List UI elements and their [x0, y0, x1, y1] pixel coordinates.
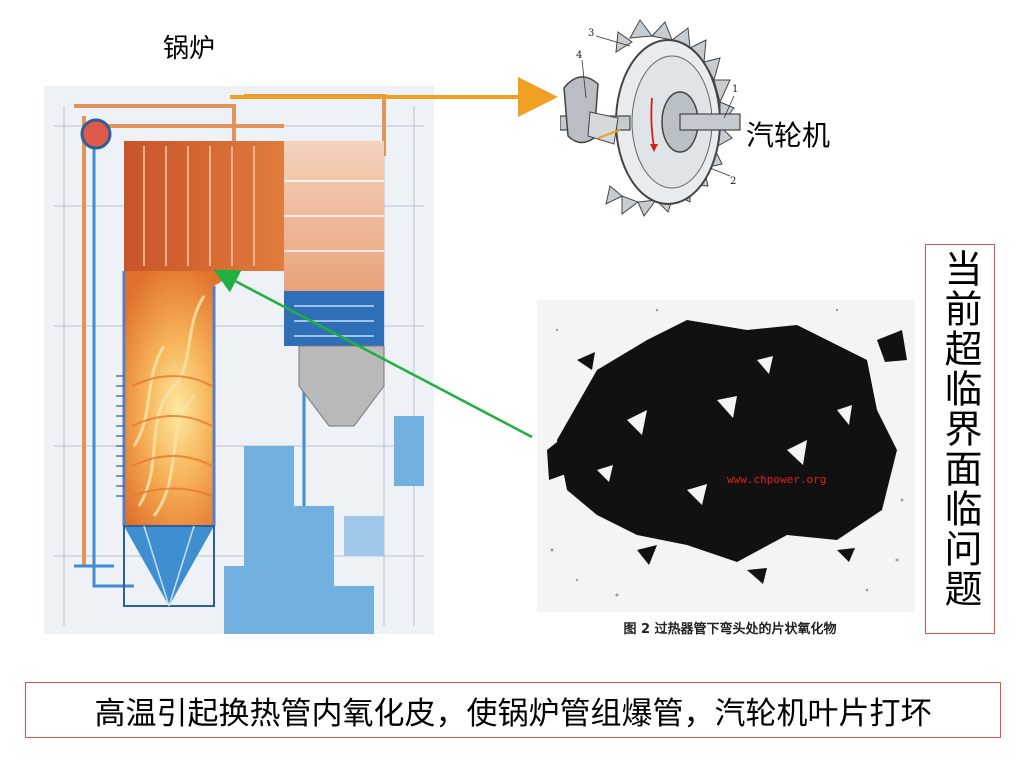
turbine-num-4: 4 [576, 50, 582, 61]
oxide-watermark: www.chpower.org [727, 473, 826, 486]
turbine-num-1: 1 [732, 84, 738, 95]
boiler-label: 锅炉 [163, 34, 216, 64]
oxide-scale-photo: www.chpower.org [537, 300, 915, 612]
turbine-diagram: 1 2 3 4 [560, 19, 741, 217]
turbine-label: 汽轮机 [746, 119, 831, 152]
oxide-caption: 图 2 过热器管下弯头处的片状氧化物 [623, 622, 837, 637]
boiler-diagram [44, 86, 434, 634]
turbine-num-2: 2 [730, 176, 736, 187]
side-note-box: 当前超临界面临问题 [925, 244, 995, 634]
summary-text: 高温引起换热管内氧化皮，使锅炉管组爆管，汽轮机叶片打坏 [94, 695, 932, 732]
summary-box: 高温引起换热管内氧化皮，使锅炉管组爆管，汽轮机叶片打坏 [25, 682, 1001, 738]
turbine-num-3: 3 [588, 28, 594, 39]
side-note-text: 当前超临界面临问题 [938, 249, 982, 609]
